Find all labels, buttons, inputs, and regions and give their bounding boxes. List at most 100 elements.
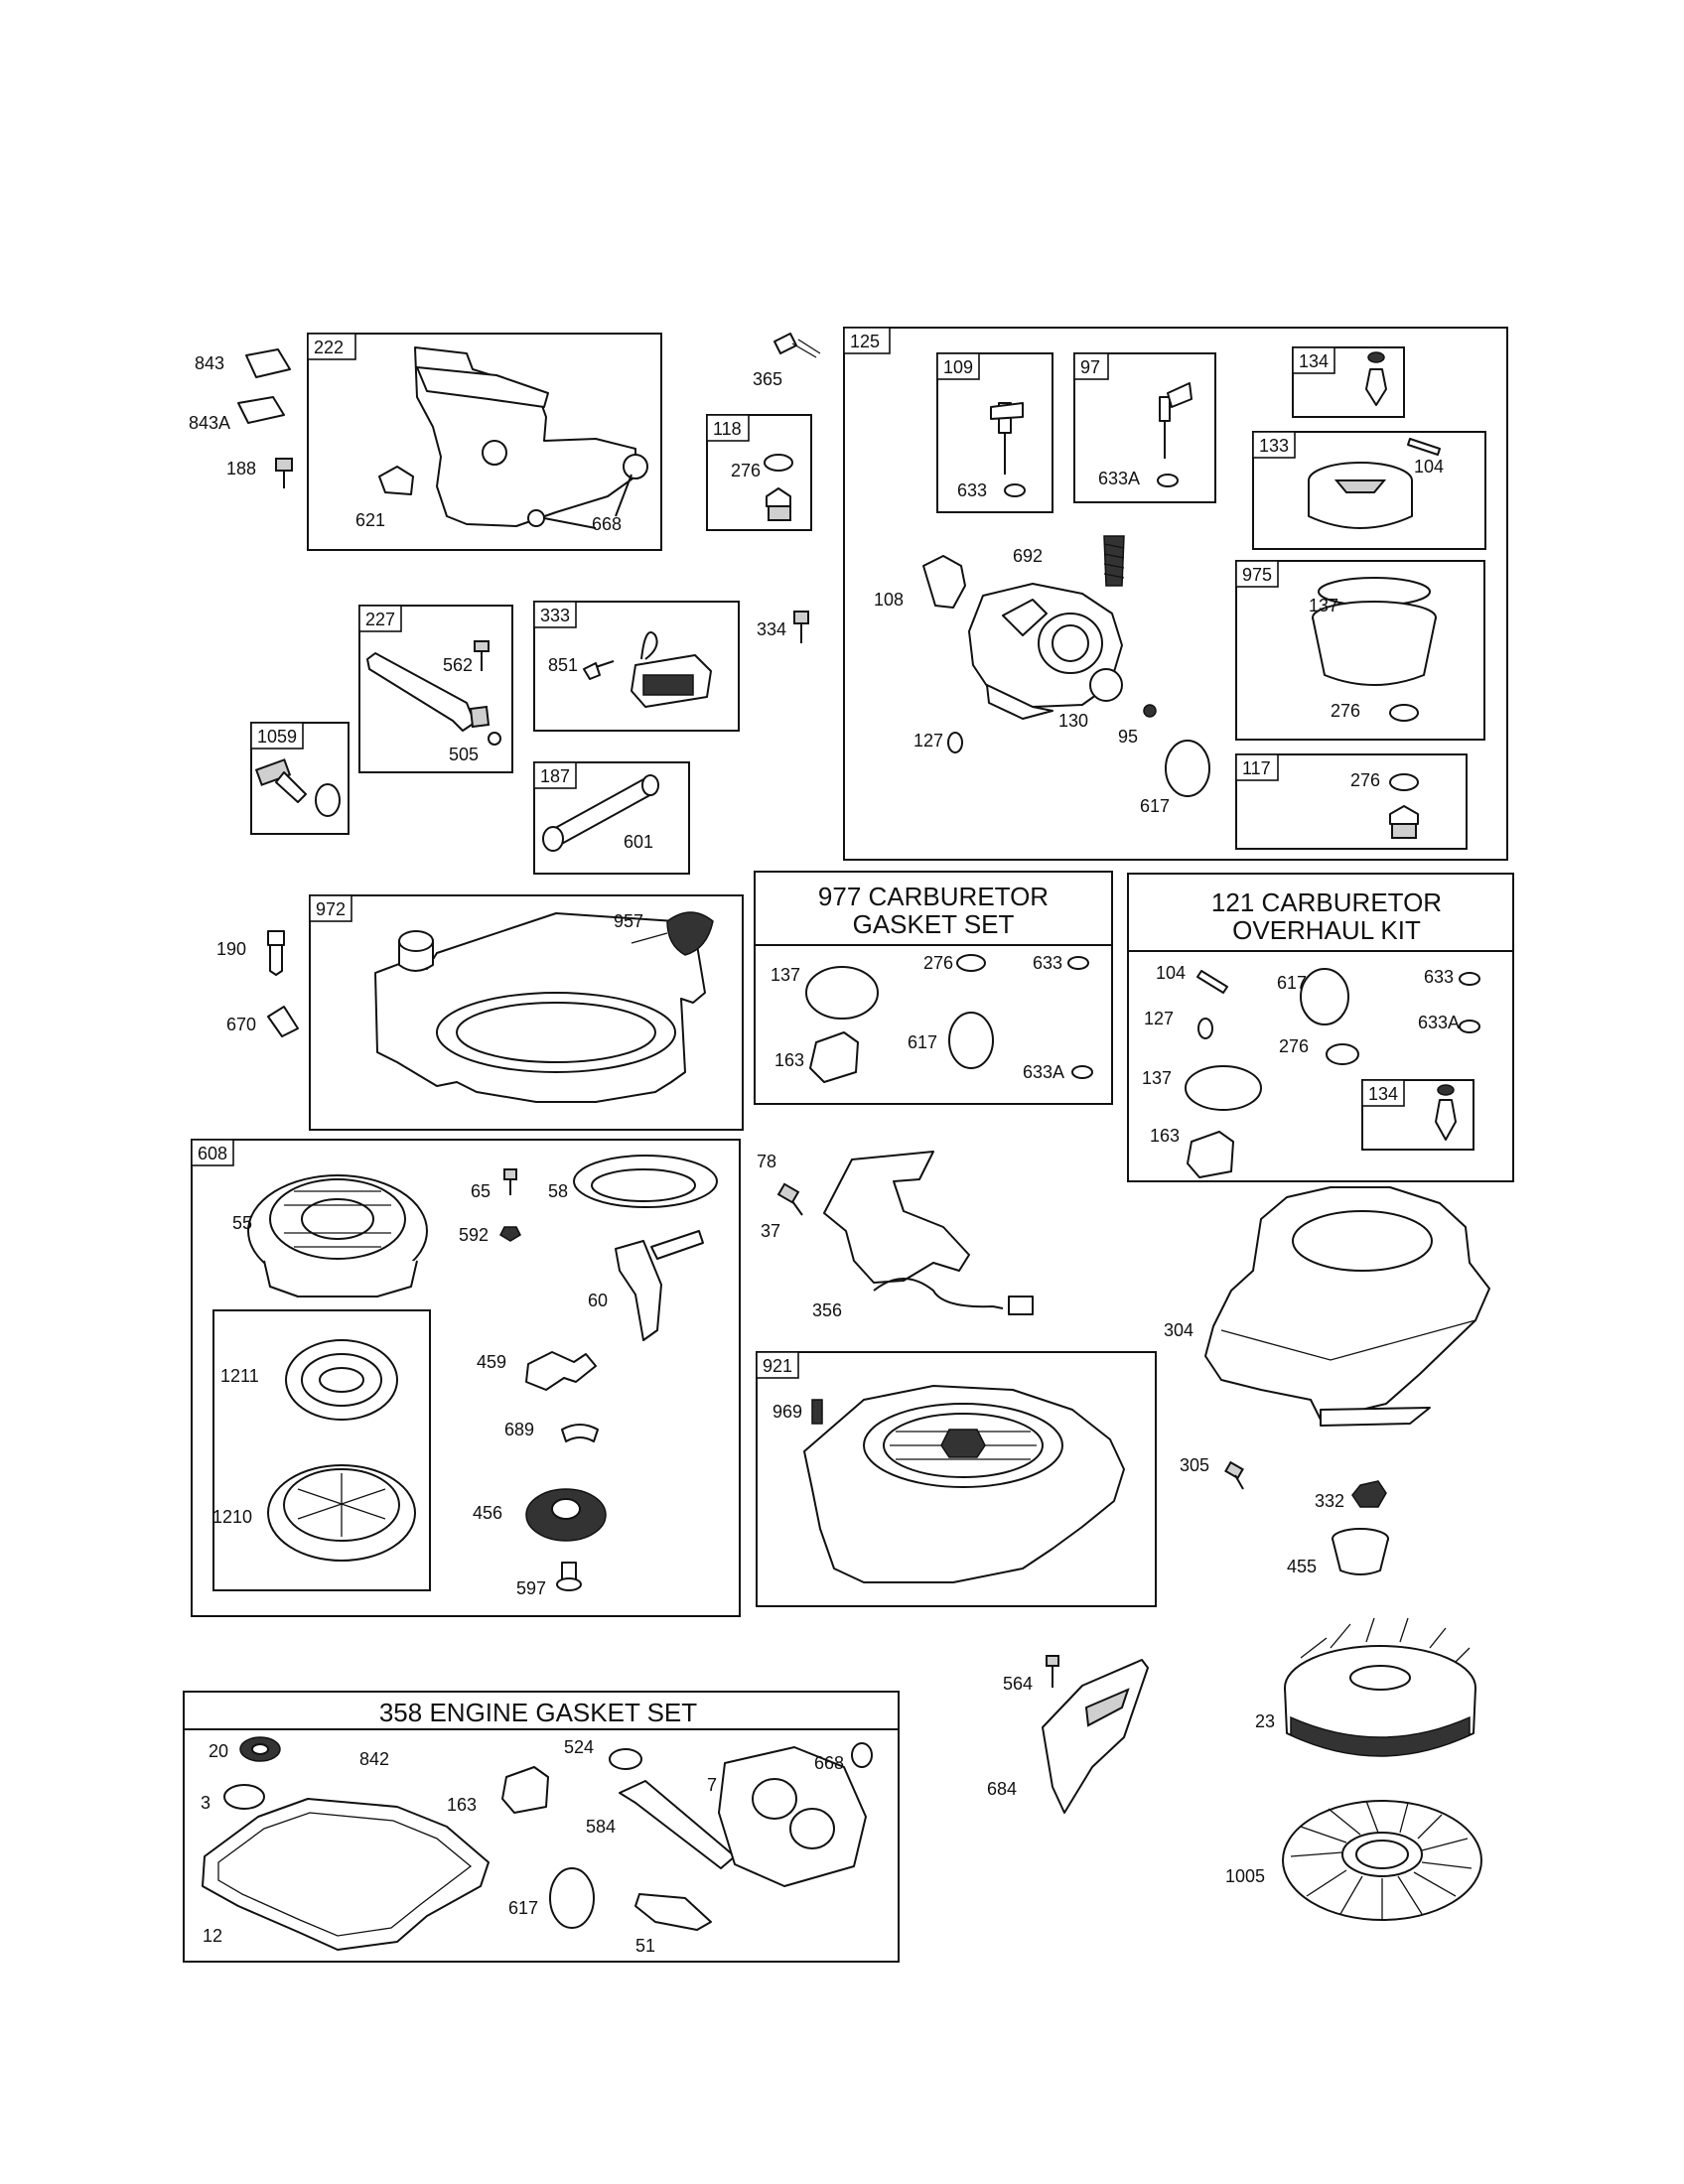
group-608: 608: [191, 1139, 741, 1617]
group-1059: 1059: [250, 722, 350, 835]
label-276-b: 276: [1331, 701, 1360, 721]
label-843a: 843A: [189, 413, 230, 433]
label-104-a: 104: [1414, 457, 1444, 477]
label-851: 851: [548, 655, 578, 675]
group-1059-label: 1059: [257, 727, 297, 747]
group-133: 133: [1252, 431, 1486, 550]
label-668-b: 668: [814, 1753, 844, 1773]
group-97-label: 97: [1080, 357, 1100, 377]
label-130: 130: [1058, 711, 1088, 731]
label-60: 60: [588, 1291, 608, 1310]
kit-121-carburetor-overhaul-kit: 121 CARBURETOR OVERHAUL KIT 134: [1127, 873, 1514, 1182]
group-227: 227: [358, 605, 513, 773]
label-20: 20: [209, 1741, 228, 1761]
label-37: 37: [761, 1221, 780, 1241]
label-597: 597: [516, 1578, 546, 1598]
group-134-label: 134: [1299, 351, 1329, 371]
kit-977-title-line2: GASKET SET: [853, 909, 1015, 939]
label-127-b: 127: [1144, 1009, 1174, 1028]
part-843-drawing: [237, 348, 293, 488]
label-108: 108: [874, 590, 904, 610]
label-104-b: 104: [1156, 963, 1186, 983]
part-23-drawing: [1284, 1617, 1476, 1757]
part-227-drawing: [366, 640, 501, 746]
part-304-drawing: [1204, 1186, 1490, 1427]
part-334-drawing: [793, 611, 809, 643]
label-51: 51: [635, 1936, 655, 1956]
label-524: 524: [564, 1737, 594, 1757]
label-684: 684: [987, 1779, 1017, 1799]
label-617-d: 617: [508, 1898, 538, 1918]
label-356: 356: [812, 1300, 842, 1320]
group-921: 921: [756, 1351, 1157, 1607]
label-564: 564: [1003, 1674, 1033, 1694]
group-117: 117: [1235, 753, 1468, 850]
label-456: 456: [473, 1503, 502, 1523]
part-972-drawing: [374, 911, 714, 1103]
label-633-a: 633: [957, 480, 987, 500]
group-333: 333: [533, 601, 740, 732]
label-276-c: 276: [1350, 770, 1380, 790]
group-125-label: 125: [850, 332, 880, 351]
label-137-b: 137: [771, 965, 800, 985]
part-labels: 843 843A 188 621 668 365 276 633 633A 10…: [189, 353, 1460, 1956]
group-222-label: 222: [314, 338, 344, 357]
part-1005-drawing: [1282, 1800, 1482, 1921]
label-276-d: 276: [923, 953, 953, 973]
label-843: 843: [195, 353, 224, 373]
kit-358-parts-drawing: [202, 1736, 873, 1951]
label-190: 190: [216, 939, 246, 959]
part-125-carburetor-drawing: [922, 535, 1210, 797]
label-617-a: 617: [1140, 796, 1170, 816]
group-97: 97: [1073, 352, 1216, 503]
kit-977-parts-drawing: [805, 954, 1093, 1083]
label-957: 957: [614, 911, 643, 931]
label-276-e: 276: [1279, 1036, 1309, 1056]
kit-358-engine-gasket-set: 358 ENGINE GASKET SET: [183, 1691, 900, 1963]
group-118-label: 118: [713, 419, 742, 439]
label-505: 505: [449, 745, 479, 764]
group-972: 972: [309, 894, 744, 1131]
label-65: 65: [471, 1181, 491, 1201]
label-58: 58: [548, 1181, 568, 1201]
group-975: 975: [1235, 560, 1485, 741]
label-584: 584: [586, 1817, 616, 1837]
part-134-drawing: [1365, 351, 1387, 406]
label-633a-b: 633A: [1023, 1062, 1064, 1082]
label-633-c: 633: [1033, 953, 1062, 973]
label-969: 969: [772, 1402, 802, 1422]
part-133-drawing: [1308, 438, 1441, 529]
label-562: 562: [443, 655, 473, 675]
label-305: 305: [1180, 1455, 1209, 1475]
kit-977-carburetor-gasket-set: 977 CARBURETOR GASKET SET: [754, 871, 1113, 1105]
group-975-label: 975: [1242, 565, 1272, 585]
label-617-b: 617: [908, 1032, 937, 1052]
group-222: 222: [307, 333, 662, 551]
group-227-label: 227: [365, 610, 395, 629]
group-109-label: 109: [943, 357, 973, 377]
label-842: 842: [359, 1749, 389, 1769]
label-692: 692: [1013, 546, 1043, 566]
part-222-bracket-drawing: [378, 346, 648, 529]
label-7: 7: [707, 1775, 717, 1795]
group-187-label: 187: [540, 766, 570, 786]
label-12: 12: [203, 1926, 222, 1946]
group-133-label: 133: [1259, 436, 1289, 456]
label-3: 3: [201, 1793, 210, 1813]
label-332: 332: [1315, 1491, 1344, 1511]
part-921-drawing: [803, 1385, 1125, 1583]
label-334: 334: [757, 619, 786, 639]
label-601: 601: [624, 832, 653, 852]
part-975-drawing: [1312, 577, 1437, 722]
label-633-e: 633: [1424, 967, 1454, 987]
label-163-c: 163: [447, 1795, 477, 1815]
group-187: 187: [533, 761, 690, 875]
label-621: 621: [355, 510, 385, 530]
label-670: 670: [226, 1015, 256, 1034]
label-365: 365: [753, 369, 782, 389]
label-55: 55: [232, 1213, 252, 1233]
label-617-c: 617: [1277, 973, 1307, 993]
kit-977-title-line1: 977 CARBURETOR: [818, 882, 1049, 911]
label-633a-a: 633A: [1098, 469, 1140, 488]
